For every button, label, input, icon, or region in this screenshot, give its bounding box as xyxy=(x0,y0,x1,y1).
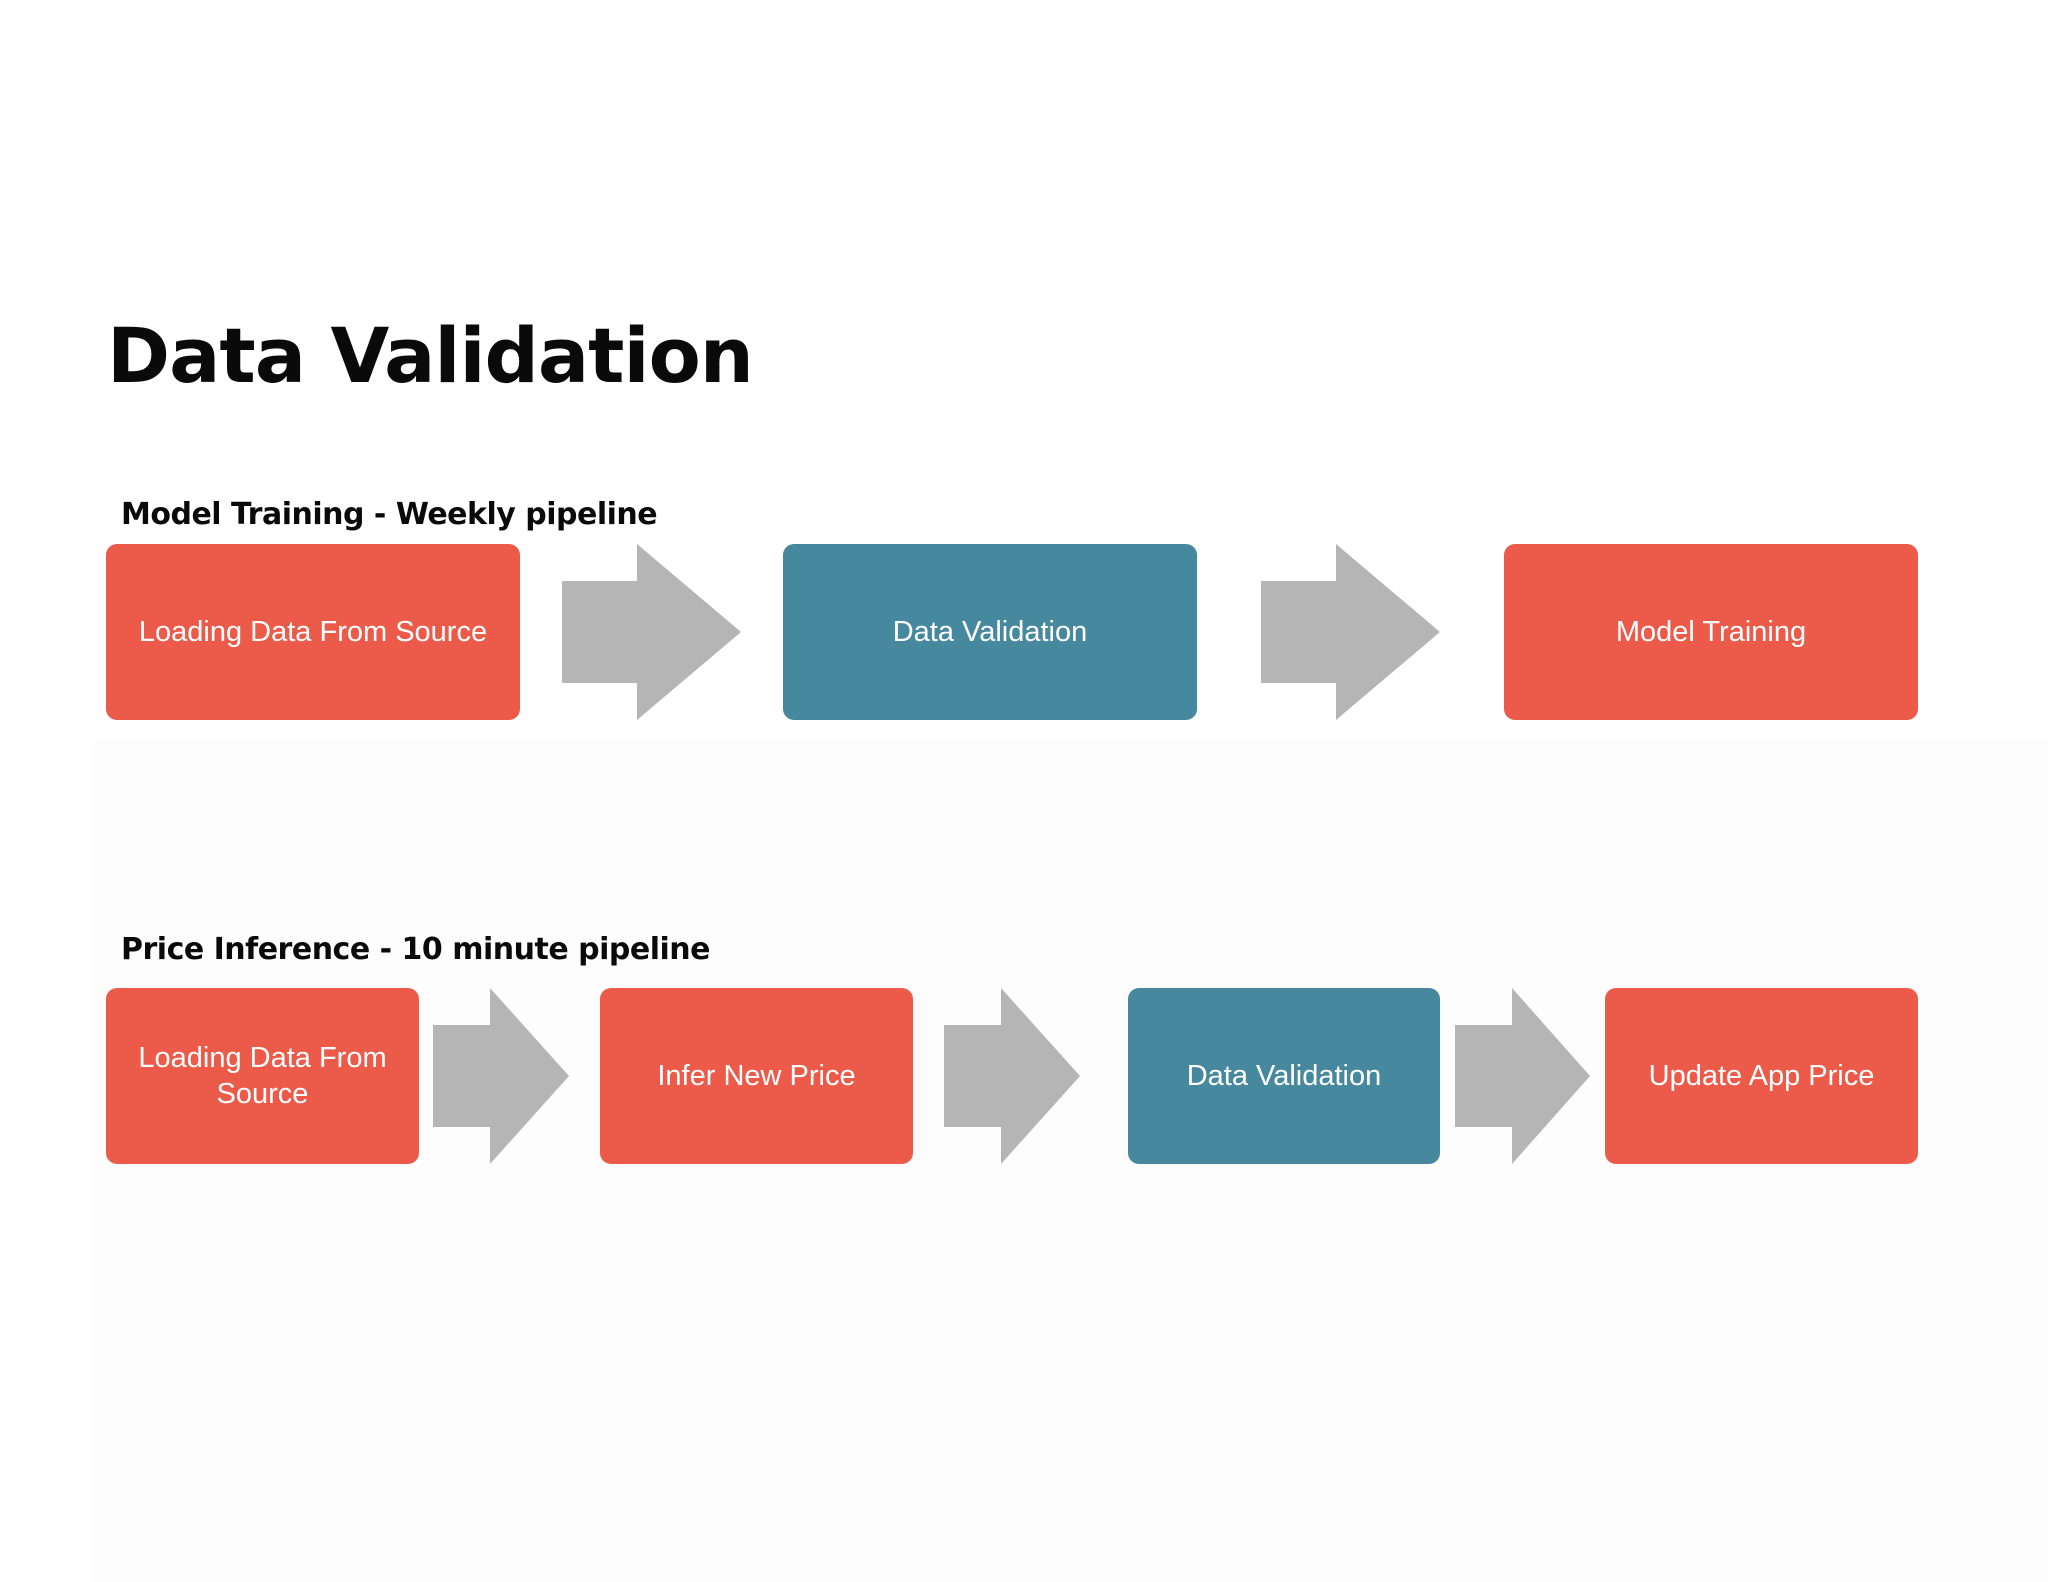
arrow-right-icon xyxy=(433,988,569,1164)
step-model-training: Model Training xyxy=(1504,544,1918,720)
pipeline-title: Price Inference - 10 minute pipeline xyxy=(121,932,710,967)
step-update-app-price: Update App Price xyxy=(1605,988,1918,1164)
arrow-right-icon xyxy=(562,544,741,720)
step-data-validation: Data Validation xyxy=(1128,988,1440,1164)
step-loading-data: Loading Data From Source xyxy=(106,544,520,720)
step-data-validation: Data Validation xyxy=(783,544,1197,720)
page-title: Data Validation xyxy=(107,311,754,400)
step-infer-new-price: Infer New Price xyxy=(600,988,913,1164)
arrow-right-icon xyxy=(1455,988,1590,1164)
step-loading-data: Loading Data From Source xyxy=(106,988,419,1164)
arrow-right-icon xyxy=(944,988,1080,1164)
pipeline-title: Model Training - Weekly pipeline xyxy=(121,497,658,532)
arrow-right-icon xyxy=(1261,544,1440,720)
